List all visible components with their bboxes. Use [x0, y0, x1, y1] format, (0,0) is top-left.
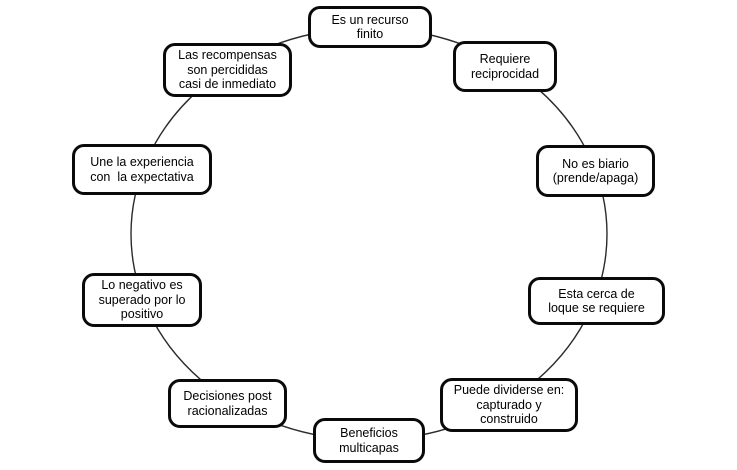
- node-puede-dividerse-en: Puede dividerse en: capturado y construi…: [440, 378, 578, 432]
- node-recompensas-percibidas: Las recompensas son percididas casi de i…: [163, 43, 292, 97]
- node-label: Puede dividerse en: capturado y construi…: [453, 383, 565, 427]
- node-esta-cerca-de-lo-que-se-requiere: Esta cerca de loque se requiere: [528, 277, 665, 325]
- node-label: Esta cerca de loque se requiere: [548, 286, 645, 316]
- node-requiere-reciprocidad: Requiere reciprocidad: [453, 41, 557, 92]
- node-label: Decisiones post racionalizadas: [183, 389, 272, 418]
- node-label: No es biario (prende/apaga): [552, 156, 639, 186]
- node-label: Es un recurso finito: [331, 12, 409, 42]
- node-lo-negativo-superado: Lo negativo es superado por lo positivo: [82, 273, 202, 327]
- node-beneficios-multicapas: Beneficios multicapas: [313, 418, 425, 463]
- node-label: Requiere reciprocidad: [470, 52, 540, 81]
- node-decisiones-post-racionalizadas: Decisiones post racionalizadas: [168, 379, 287, 428]
- node-label: Une la experiencia con la expectativa: [90, 155, 194, 184]
- node-label: Las recompensas son percididas casi de i…: [178, 48, 277, 92]
- node-une-experiencia-expectativa: Une la experiencia con la expectativa: [72, 144, 212, 195]
- node-label: Beneficios multicapas: [339, 426, 399, 455]
- node-no-es-biario: No es biario (prende/apaga): [536, 145, 655, 197]
- node-label: Lo negativo es superado por lo positivo: [98, 278, 186, 322]
- node-es-un-recurso-finito: Es un recurso finito: [308, 6, 432, 48]
